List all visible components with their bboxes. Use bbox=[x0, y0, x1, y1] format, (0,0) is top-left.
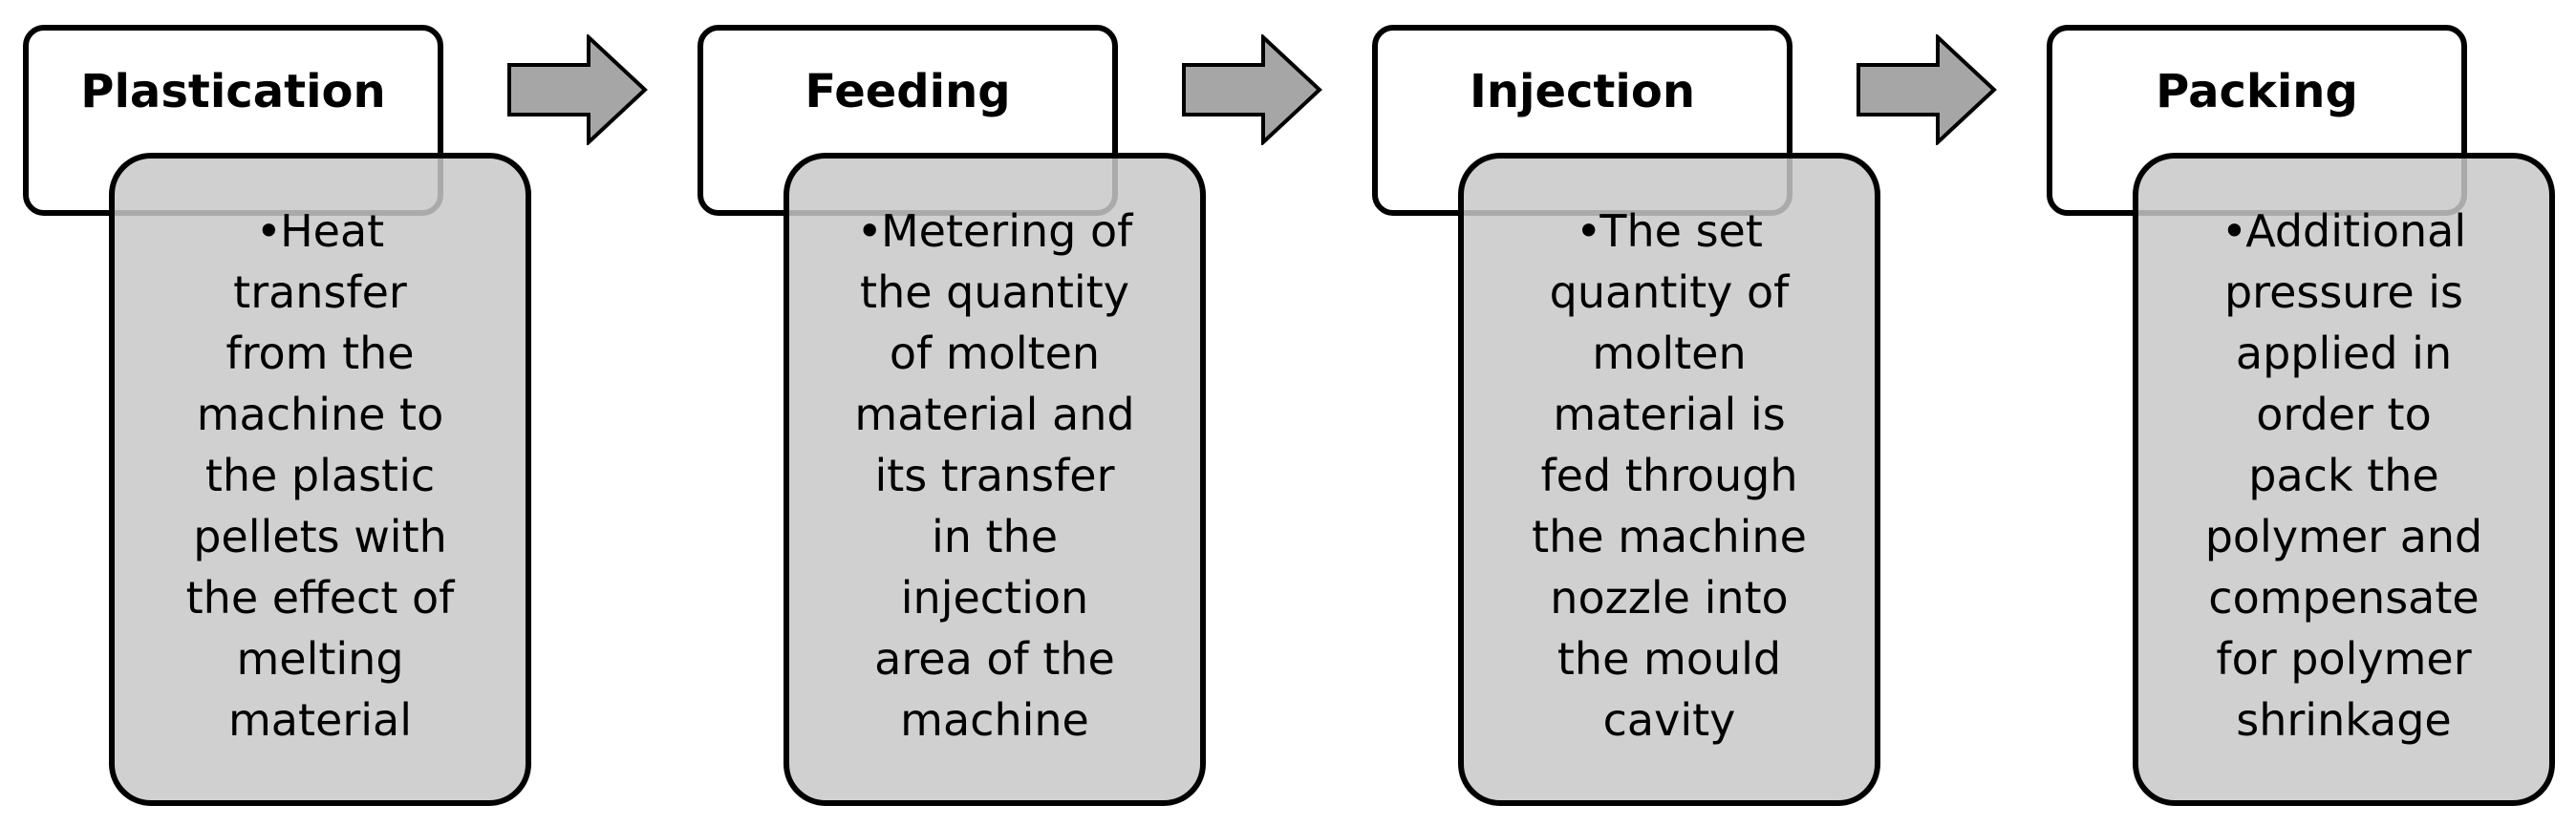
step-description-box-feeding: •Metering of the quantity of molten mate… bbox=[784, 153, 1206, 806]
step-title: Feeding bbox=[805, 65, 1011, 118]
step-title: Packing bbox=[2156, 65, 2358, 118]
right-arrow-icon bbox=[1857, 34, 1997, 145]
step-title: Plastication bbox=[80, 65, 386, 118]
right-arrow-icon bbox=[507, 34, 648, 145]
step-description-text: The set quantity of molten material is f… bbox=[1532, 205, 1807, 746]
bullet-icon: • bbox=[2221, 205, 2248, 257]
bullet-icon: • bbox=[856, 205, 883, 257]
step-title: Injection bbox=[1469, 65, 1696, 118]
step-description-box-injection: •The set quantity of molten material is … bbox=[1458, 153, 1880, 806]
bullet-icon: • bbox=[1576, 205, 1602, 257]
step-description: •Metering of the quantity of molten mate… bbox=[810, 201, 1179, 751]
right-arrow-icon bbox=[1182, 34, 1322, 145]
step-description: •Additional pressure is applied in order… bbox=[2159, 201, 2528, 751]
step-description: •The set quantity of molten material is … bbox=[1485, 201, 1854, 751]
step-description-text: Heat transfer from the machine to the pl… bbox=[185, 205, 455, 746]
step-description-text: Additional pressure is applied in order … bbox=[2204, 205, 2483, 746]
step-description-text: Metering of the quantity of molten mater… bbox=[854, 205, 1135, 746]
step-description-box-packing: •Additional pressure is applied in order… bbox=[2133, 153, 2555, 806]
step-description: •Heat transfer from the machine to the p… bbox=[136, 201, 504, 751]
step-description-box-plastication: •Heat transfer from the machine to the p… bbox=[109, 153, 531, 806]
bullet-icon: • bbox=[255, 205, 282, 257]
